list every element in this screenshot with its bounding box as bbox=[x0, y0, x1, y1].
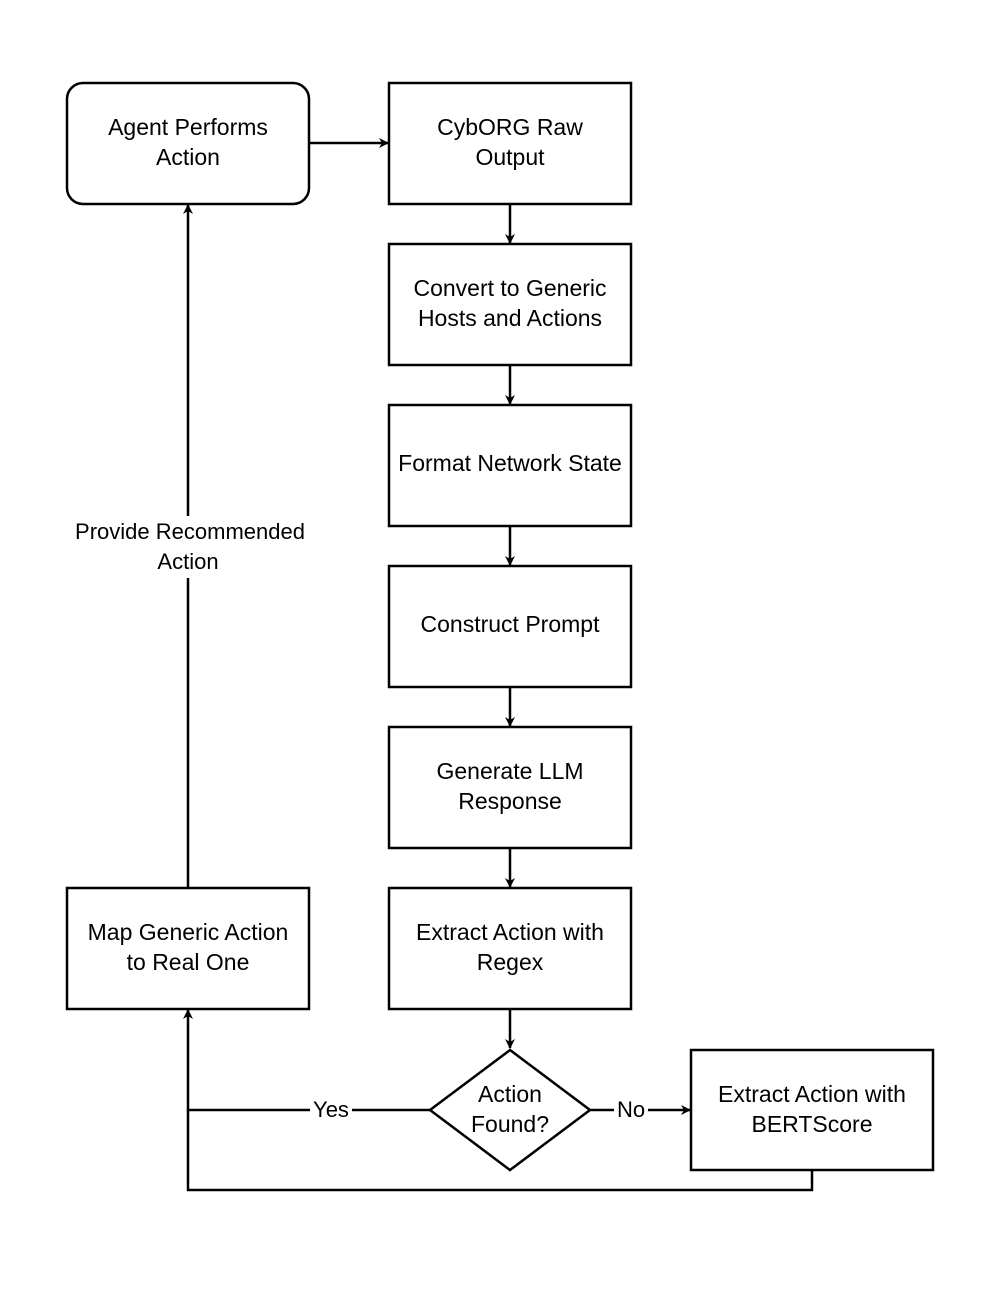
node-generate-line-2: Response bbox=[458, 788, 562, 814]
node-raw-line-2: Output bbox=[475, 144, 545, 170]
node-format-line-1: Format Network State bbox=[398, 450, 622, 476]
node-extract-regex-line-2: Regex bbox=[477, 949, 544, 975]
node-extract-action-bertscore: Extract Action with BERTScore bbox=[689, 1048, 935, 1172]
node-map-generic-action: Map Generic Action to Real One bbox=[65, 886, 311, 1011]
node-cyborg-raw-output: CybORG Raw Output bbox=[387, 81, 633, 206]
node-agent-performs-action: Agent Performs Action bbox=[65, 81, 311, 206]
node-decision-line-2: Found? bbox=[471, 1111, 549, 1137]
edge-label-recommend-line-1: Provide Recommended bbox=[75, 519, 305, 544]
node-construct-line-1: Construct Prompt bbox=[421, 611, 601, 637]
svg-text:Action: Action bbox=[157, 549, 218, 574]
node-construct-prompt: Construct Prompt bbox=[387, 564, 633, 689]
node-extract-bert-line-2: BERTScore bbox=[751, 1111, 872, 1137]
edge-label-recommend: Provide Recommended Action bbox=[60, 516, 320, 578]
edge-label-yes: Yes bbox=[310, 1097, 352, 1122]
node-convert-line-1: Convert to Generic bbox=[413, 275, 606, 301]
node-extract-action-regex: Extract Action with Regex bbox=[387, 886, 633, 1011]
node-generate-line-1: Generate LLM bbox=[436, 758, 583, 784]
node-extract-regex-line-1: Extract Action with bbox=[416, 919, 604, 945]
edge-label-yes-text: Yes bbox=[313, 1097, 349, 1122]
edge-extract-bert-to-map bbox=[186, 1110, 814, 1192]
node-action-found-decision: Action Found? bbox=[427, 1048, 593, 1172]
svg-text:Provide Recommended: Provide Recommended bbox=[75, 519, 305, 544]
node-format-network-state: Format Network State bbox=[387, 403, 633, 528]
node-extract-bert-line-1: Extract Action with bbox=[718, 1081, 906, 1107]
node-map-line-1: Map Generic Action bbox=[88, 919, 289, 945]
node-agent-line-1: Agent Performs bbox=[108, 114, 268, 140]
edge-label-no: No bbox=[614, 1097, 648, 1122]
edge-decision-yes-to-map bbox=[183, 1009, 430, 1112]
node-agent-line-2: Action bbox=[156, 144, 220, 170]
edge-label-recommend-line-2: Action bbox=[157, 549, 218, 574]
node-convert-line-2: Hosts and Actions bbox=[418, 305, 602, 331]
node-generate-llm-response: Generate LLM Response bbox=[387, 725, 633, 850]
edge-label-no-text: No bbox=[617, 1097, 645, 1122]
node-convert-generic: Convert to Generic Hosts and Actions bbox=[387, 242, 633, 367]
node-map-line-2: to Real One bbox=[127, 949, 250, 975]
node-decision-line-1: Action bbox=[478, 1081, 542, 1107]
node-raw-line-1: CybORG Raw bbox=[437, 114, 583, 140]
